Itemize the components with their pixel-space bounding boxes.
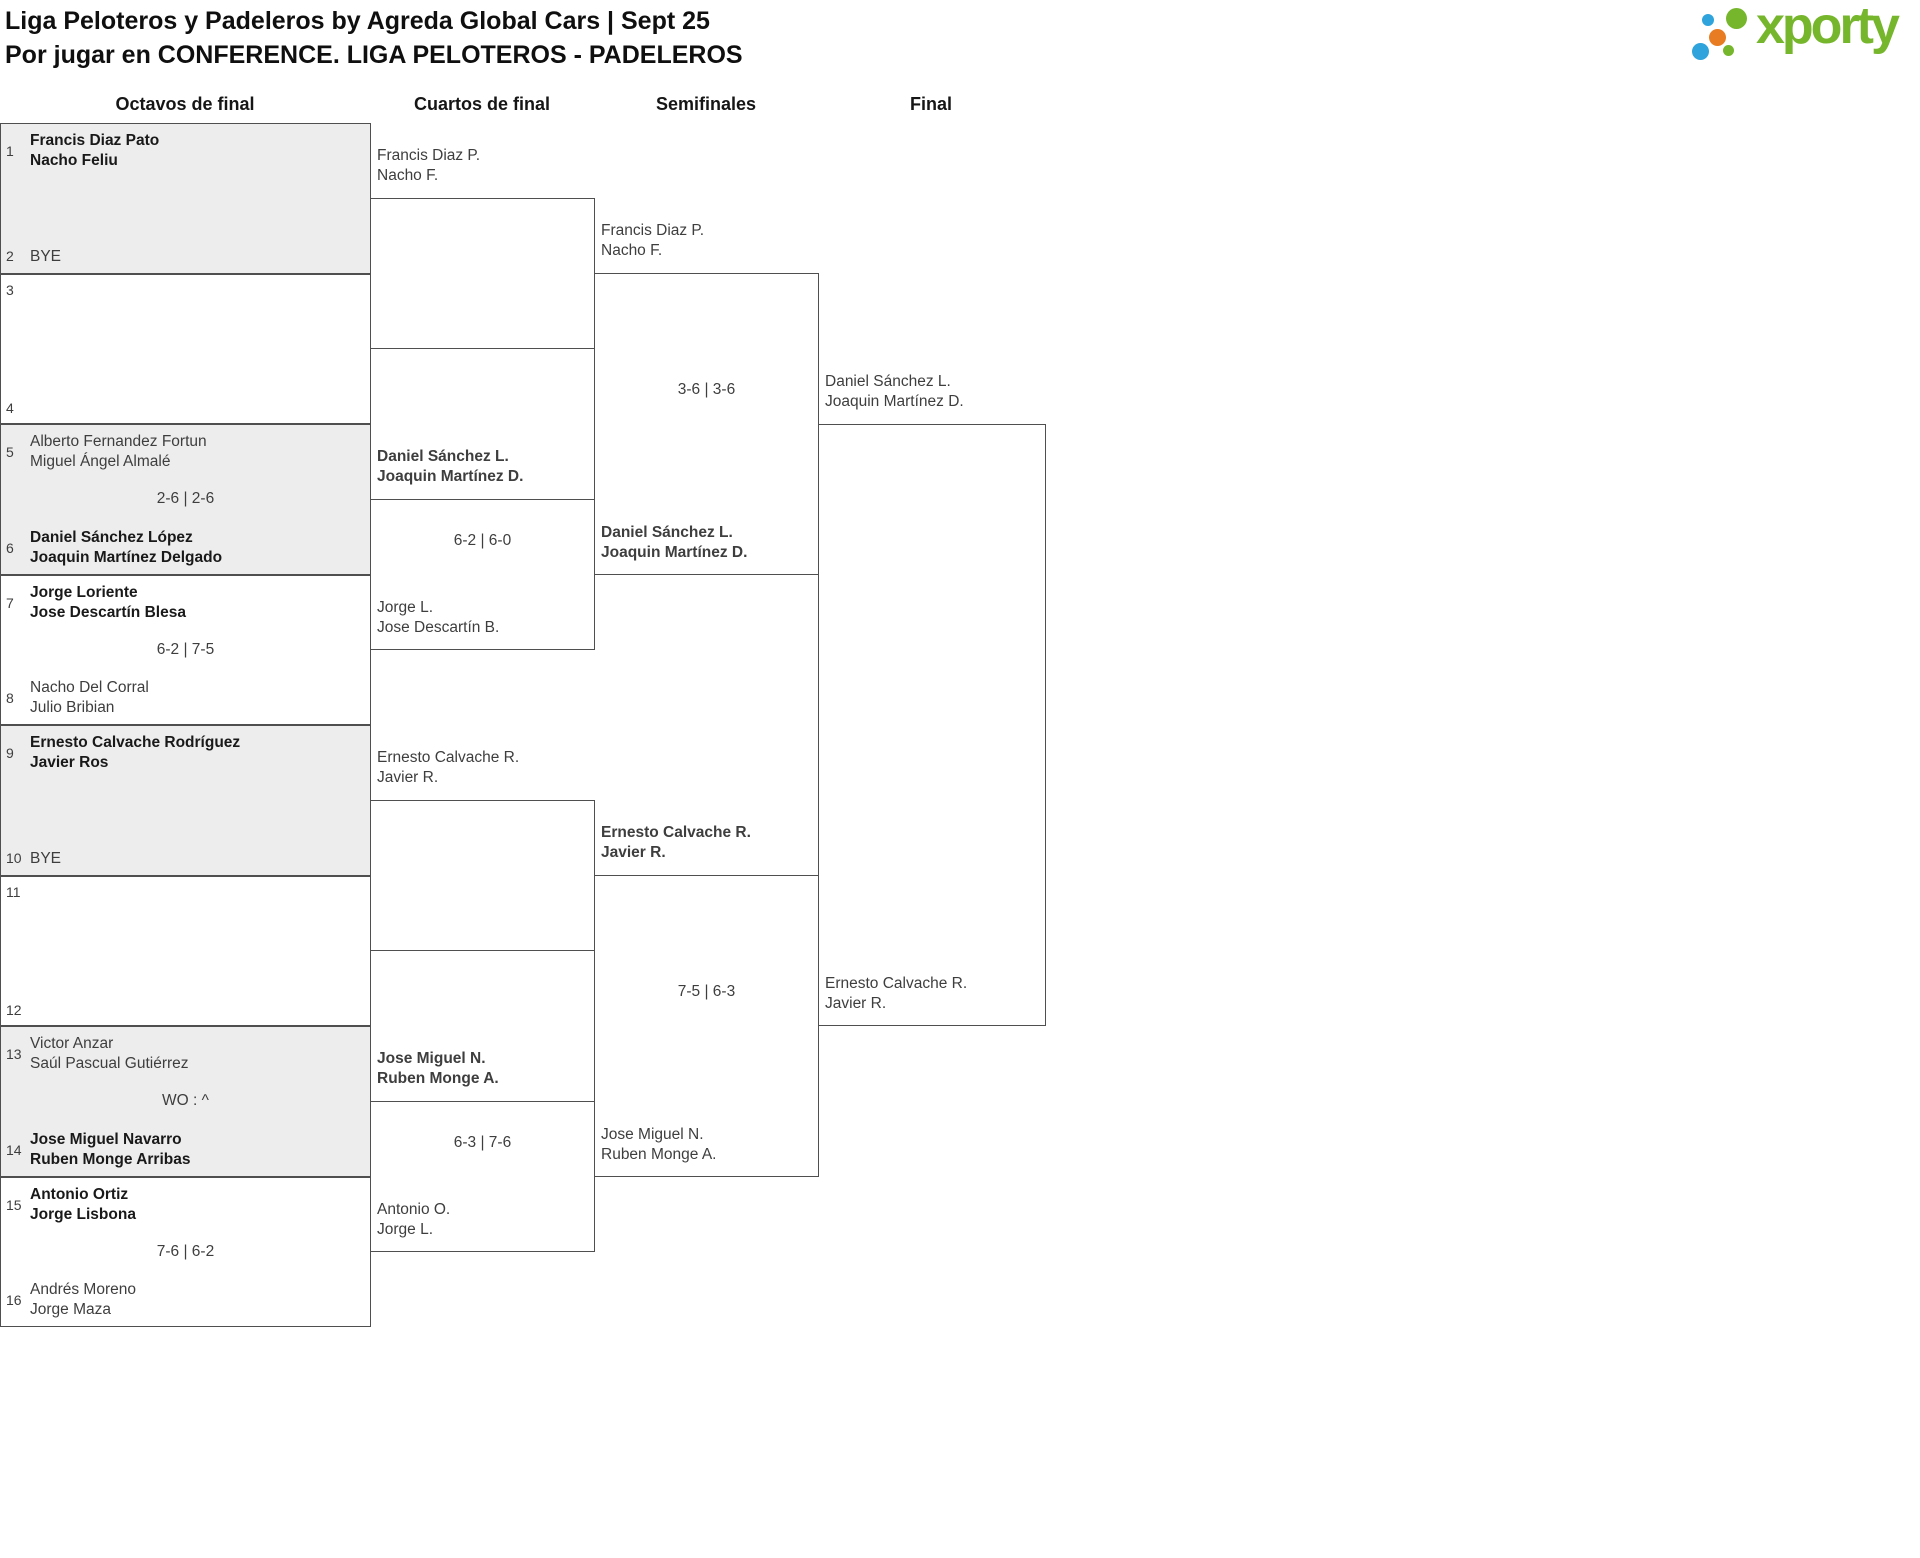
team-names: BYE bbox=[30, 247, 62, 265]
seed-number: 15 bbox=[6, 1196, 22, 1213]
team-names: Antonio Ortiz Jorge Lisbona bbox=[30, 1186, 136, 1223]
match-box-r16-4[interactable]: 7 Jorge Loriente Jose Descartín Blesa 6-… bbox=[0, 575, 371, 725]
qf4-top-team: Jose Miguel N.Ruben Monge A. bbox=[377, 1050, 499, 1087]
seed-number: 9 bbox=[6, 744, 14, 761]
match-box-qf-1[interactable] bbox=[370, 198, 595, 349]
seed-number: 12 bbox=[6, 1002, 22, 1018]
title-line-1: Liga Peloteros y Padeleros by Agreda Glo… bbox=[5, 7, 710, 35]
logo-dot-blue-large bbox=[1692, 43, 1709, 60]
final-top-team: Daniel Sánchez L.Joaquin Martínez D. bbox=[825, 373, 964, 410]
final-bottom-team: Ernesto Calvache R.Javier R. bbox=[825, 975, 968, 1012]
logo-wordmark: xporty bbox=[1756, 0, 1900, 55]
team-names: Jorge Loriente Jose Descartín Blesa bbox=[30, 584, 186, 621]
seed-number: 7 bbox=[6, 594, 14, 611]
team-row: 1 Francis Diaz Pato Nacho Feliu bbox=[6, 131, 366, 170]
seed-number: 16 bbox=[6, 1291, 22, 1308]
round-header-final: Final bbox=[909, 94, 952, 114]
team-row: 11 bbox=[6, 884, 366, 900]
match-box-r16-6[interactable]: 11 12 bbox=[0, 876, 371, 1026]
qf2-top-team: Daniel Sánchez L.Joaquin Martínez D. bbox=[377, 448, 524, 485]
team-row: 9 Ernesto Calvache Rodríguez Javier Ros bbox=[6, 733, 366, 772]
page-title: Liga Peloteros y Padeleros by Agreda Glo… bbox=[5, 4, 743, 72]
logo-dot-blue-small bbox=[1702, 14, 1714, 26]
team-row: 8 Nacho Del Corral Julio Bribian bbox=[6, 678, 366, 717]
team-names: BYE bbox=[30, 849, 62, 867]
team-names: Francis Diaz Pato Nacho Feliu bbox=[30, 132, 160, 169]
team-row: 4 bbox=[6, 400, 366, 416]
sf1-top-team: Francis Diaz P.Nacho F. bbox=[601, 222, 705, 259]
team-names: Alberto Fernandez Fortun Miguel Ángel Al… bbox=[30, 433, 207, 470]
seed-number: 10 bbox=[6, 850, 22, 867]
team-row: 16 Andrés Moreno Jorge Maza bbox=[6, 1280, 366, 1319]
round-header-cuartos: Cuartos de final bbox=[413, 94, 551, 114]
match-box-sf-2[interactable] bbox=[594, 875, 819, 1177]
sf2-bottom-team: Jose Miguel N.Ruben Monge A. bbox=[601, 1126, 717, 1163]
title-line-2: Por jugar en CONFERENCE. LIGA PELOTEROS … bbox=[5, 41, 743, 69]
team-row: 12 bbox=[6, 1002, 366, 1018]
team-row: 15 Antonio Ortiz Jorge Lisbona bbox=[6, 1185, 366, 1224]
seed-number: 11 bbox=[6, 884, 21, 900]
match-box-r16-5[interactable]: 9 Ernesto Calvache Rodríguez Javier Ros … bbox=[0, 725, 371, 876]
seed-number: 1 bbox=[6, 142, 14, 159]
team-row: 13 Victor Anzar Saúl Pascual Gutiérrez bbox=[6, 1034, 366, 1073]
match-score: 7-6 | 6-2 bbox=[156, 1243, 215, 1260]
team-names: Ernesto Calvache Rodríguez Javier Ros bbox=[30, 734, 241, 771]
seed-number: 3 bbox=[6, 282, 14, 298]
match-box-r16-1[interactable]: 1 Francis Diaz Pato Nacho Feliu 2 BYE bbox=[0, 123, 371, 274]
match-box-r16-3[interactable]: 5 Alberto Fernandez Fortun Miguel Ángel … bbox=[0, 424, 371, 575]
match-score: 2-6 | 2-6 bbox=[156, 490, 215, 507]
logo-dot-orange bbox=[1709, 29, 1726, 46]
team-row: 2 BYE bbox=[6, 247, 366, 267]
qf4-bottom-team: Antonio O.Jorge L. bbox=[377, 1201, 451, 1238]
sf2-score: 7-5 | 6-3 bbox=[677, 983, 736, 1000]
seed-number: 4 bbox=[6, 400, 14, 416]
qf2-bottom-team: Jorge L.Jose Descartín B. bbox=[377, 599, 500, 636]
team-row: 5 Alberto Fernandez Fortun Miguel Ángel … bbox=[6, 432, 366, 471]
logo-dot-green-small bbox=[1723, 45, 1734, 56]
team-names: Victor Anzar Saúl Pascual Gutiérrez bbox=[30, 1035, 189, 1072]
team-names: Nacho Del Corral Julio Bribian bbox=[30, 679, 149, 716]
round-header-octavos: Octavos de final bbox=[115, 94, 255, 114]
team-row: 7 Jorge Loriente Jose Descartín Blesa bbox=[6, 583, 366, 622]
match-box-qf-3[interactable] bbox=[370, 800, 595, 951]
match-score: WO : ^ bbox=[162, 1092, 209, 1109]
team-names: Daniel Sánchez López Joaquin Martínez De… bbox=[30, 529, 223, 566]
seed-number: 5 bbox=[6, 443, 14, 460]
round-header-semifinales: Semifinales bbox=[655, 94, 757, 114]
match-box-final[interactable] bbox=[818, 424, 1046, 1026]
seed-number: 8 bbox=[6, 689, 14, 706]
seed-number: 14 bbox=[6, 1141, 22, 1158]
match-box-r16-7[interactable]: 13 Victor Anzar Saúl Pascual Gutiérrez W… bbox=[0, 1026, 371, 1177]
match-box-r16-8[interactable]: 15 Antonio Ortiz Jorge Lisbona 7-6 | 6-2… bbox=[0, 1177, 371, 1327]
sf2-top-team: Ernesto Calvache R.Javier R. bbox=[601, 824, 751, 861]
team-row: 3 bbox=[6, 282, 366, 298]
qf4-score: 6-3 | 7-6 bbox=[453, 1134, 512, 1151]
sf1-bottom-team: Daniel Sánchez L.Joaquin Martínez D. bbox=[601, 524, 748, 561]
team-row: 10 BYE bbox=[6, 849, 366, 869]
sf1-score: 3-6 | 3-6 bbox=[677, 381, 736, 398]
match-box-r16-2[interactable]: 3 4 bbox=[0, 274, 371, 424]
team-names: Andrés Moreno Jorge Maza bbox=[30, 1281, 136, 1318]
xporty-logo[interactable]: xporty bbox=[1690, 0, 1915, 74]
seed-number: 6 bbox=[6, 539, 14, 556]
team-row: 14 Jose Miguel Navarro Ruben Monge Arrib… bbox=[6, 1130, 366, 1169]
qf2-score: 6-2 | 6-0 bbox=[453, 532, 512, 549]
seed-number: 2 bbox=[6, 248, 14, 265]
match-score: 6-2 | 7-5 bbox=[156, 641, 215, 658]
team-row: 6 Daniel Sánchez López Joaquin Martínez … bbox=[6, 528, 366, 567]
seed-number: 13 bbox=[6, 1045, 22, 1062]
qf1-top-team: Francis Diaz P.Nacho F. bbox=[377, 147, 481, 184]
logo-dot-green-large bbox=[1726, 8, 1747, 29]
team-names: Jose Miguel Navarro Ruben Monge Arribas bbox=[30, 1131, 191, 1168]
qf3-top-team: Ernesto Calvache R.Javier R. bbox=[377, 749, 520, 786]
